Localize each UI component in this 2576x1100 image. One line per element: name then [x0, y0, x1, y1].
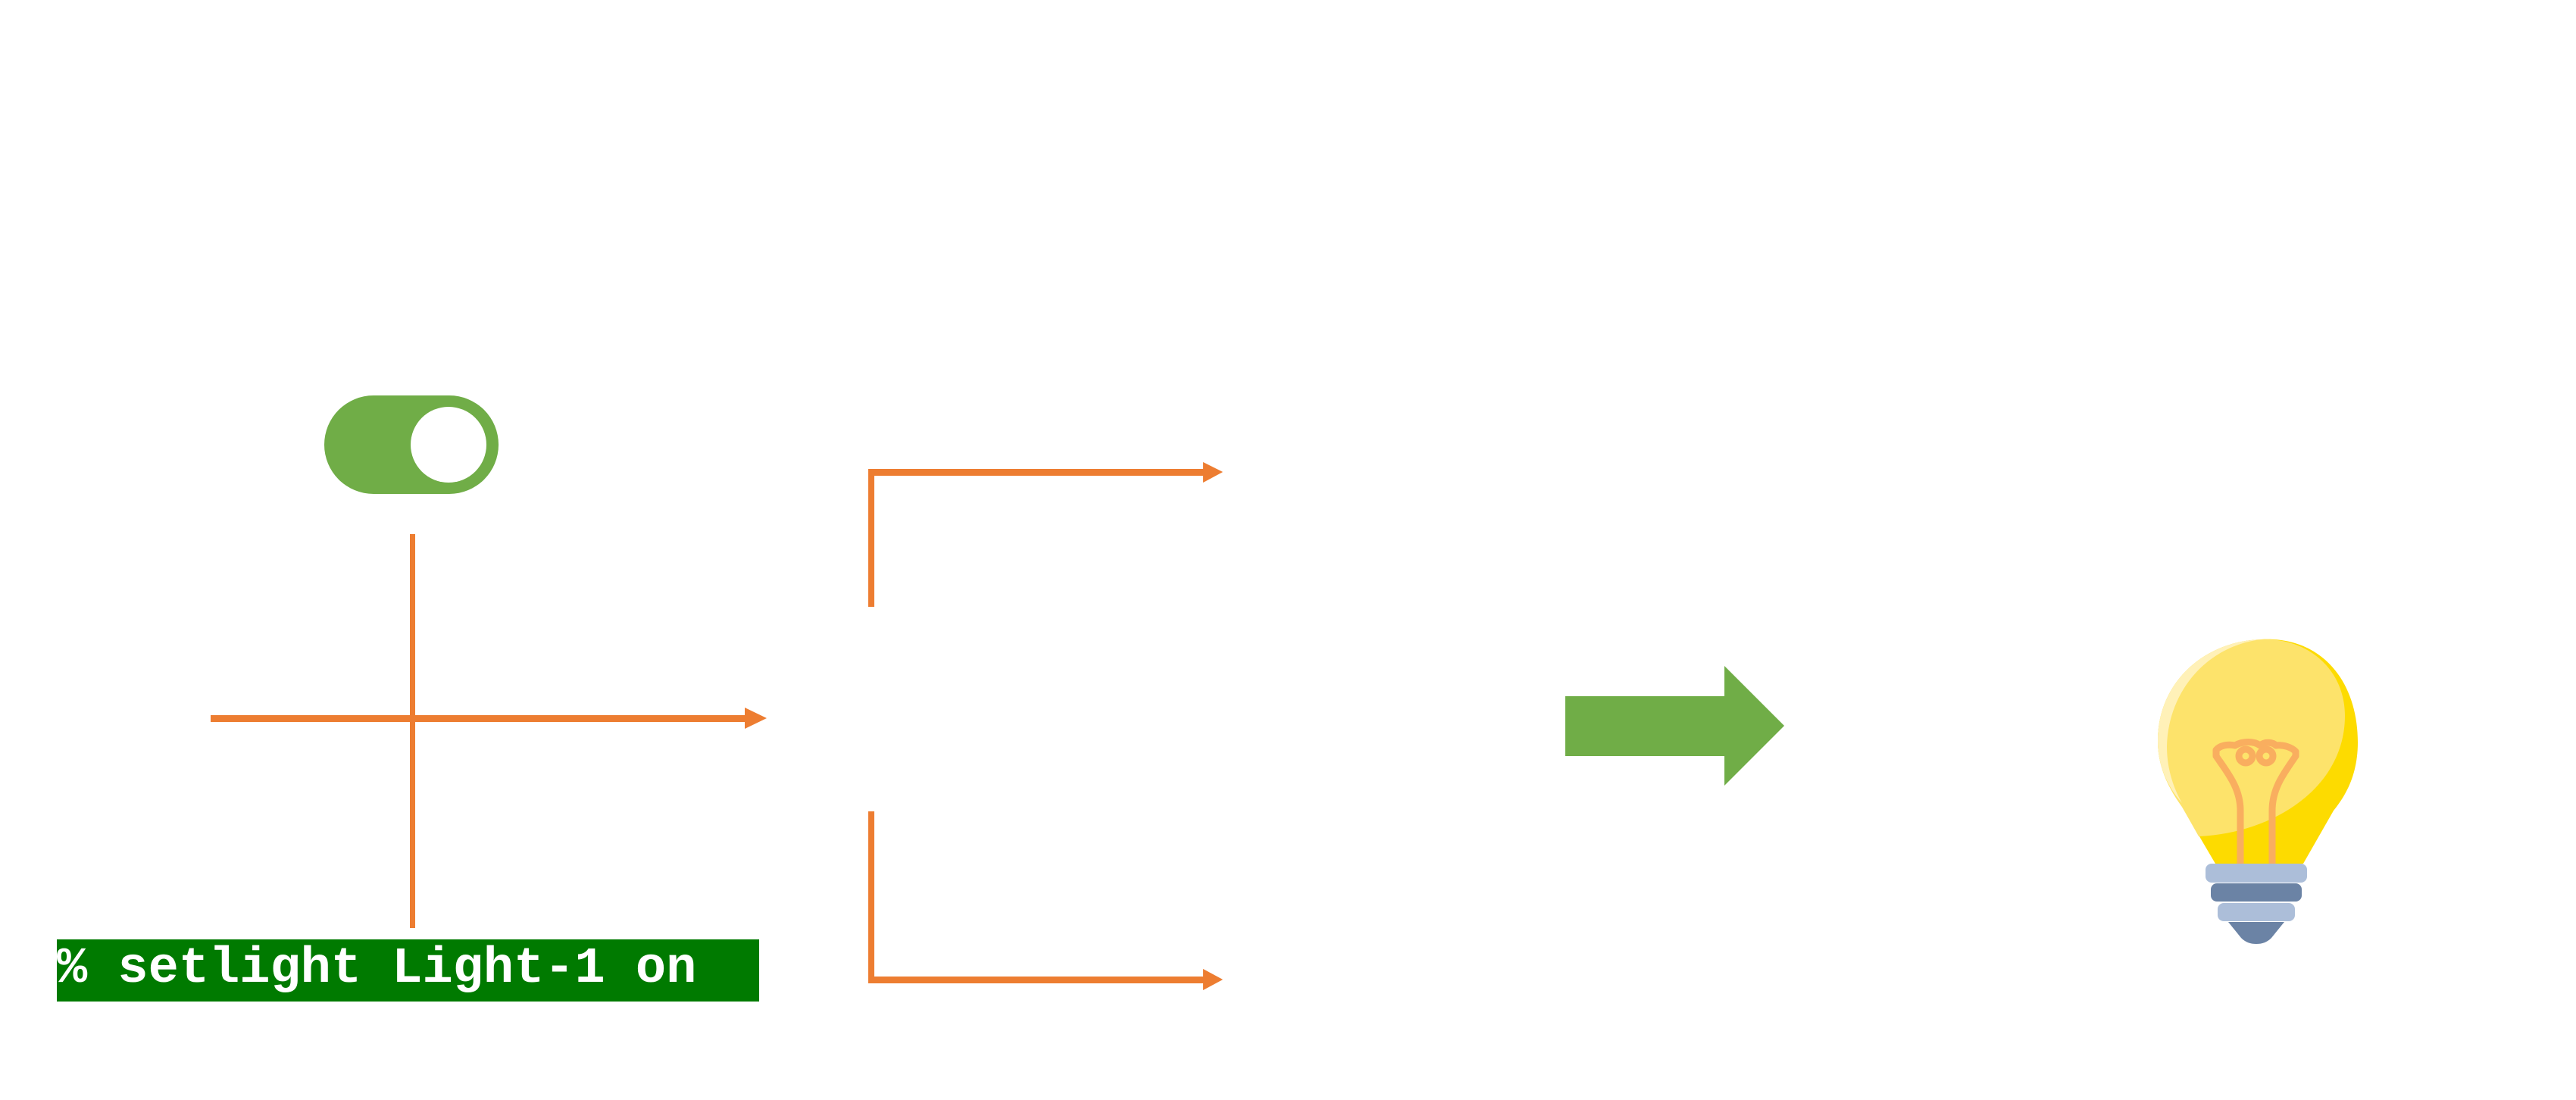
bulb-base-ring-3	[2218, 903, 2295, 921]
flow-arrow-icon	[1565, 666, 1784, 786]
bulb-highlight	[2158, 639, 2262, 803]
branch-lower-arrowhead	[1203, 969, 1223, 990]
horizontal-connector-arrowhead	[745, 708, 767, 729]
bulb-base-ring-1	[2206, 864, 2307, 883]
branch-lower-vertical	[868, 811, 874, 983]
vertical-connector-line	[410, 534, 415, 928]
command-background	[57, 939, 759, 1002]
branch-lower	[868, 811, 1223, 990]
toggle-switch-icon[interactable]	[324, 395, 499, 494]
input-connector	[211, 534, 767, 928]
branch-upper-vertical	[868, 469, 874, 607]
toggle-knob	[411, 407, 486, 483]
branch-upper-horizontal	[868, 469, 1206, 476]
command-line-text: % setlight Light-1 on	[57, 940, 697, 998]
lightbulb-icon	[2158, 639, 2358, 944]
bulb-base-ring-2	[2211, 883, 2302, 902]
bulb-base-tip	[2228, 922, 2284, 944]
branch-lower-horizontal	[868, 977, 1206, 983]
branch-upper	[868, 462, 1223, 607]
branch-upper-arrowhead	[1203, 462, 1223, 483]
bulb-glass	[2158, 639, 2345, 836]
horizontal-connector-line	[211, 715, 747, 722]
bulb-filament	[2212, 739, 2299, 867]
